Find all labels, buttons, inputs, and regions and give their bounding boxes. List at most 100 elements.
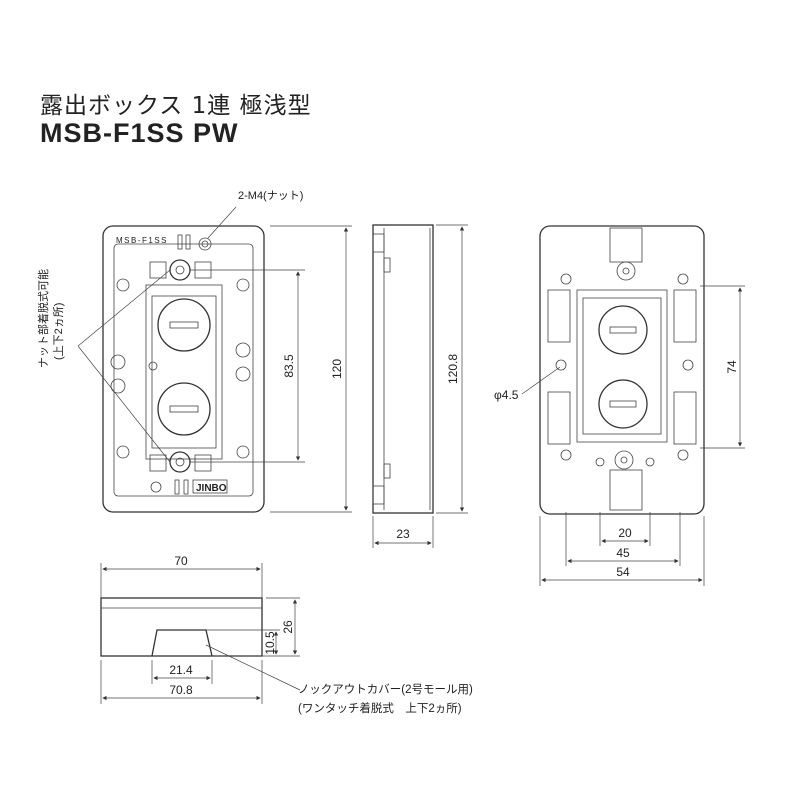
knockout-upper (157, 298, 211, 352)
ear-slot (194, 454, 212, 472)
dim-ext-back-bottom (539, 512, 705, 586)
hole-leader (521, 366, 561, 395)
ground-screw (148, 361, 158, 371)
dim-ext-70 (100, 563, 263, 600)
brand-plate (192, 479, 228, 494)
removable-note-line1: ナット部着脱式可能 (36, 269, 50, 368)
side-view: 120.8 23 (372, 224, 468, 548)
dim-label-120-8: 120.8 (446, 354, 460, 384)
brand-logo: JINBO (196, 483, 227, 494)
removable-leader-bottom (77, 345, 171, 463)
nut-leader (207, 206, 237, 239)
knockout-cover (151, 629, 213, 657)
side-hole (110, 354, 126, 370)
back-hole (677, 449, 689, 461)
dim-label-45: 45 (616, 546, 630, 560)
ear-slot (149, 261, 167, 279)
dim-label-70: 70 (174, 554, 188, 568)
side-outline (372, 224, 434, 514)
engraving-label: MSB-F1SS (116, 236, 168, 245)
corner-hole (116, 278, 130, 292)
top-hole-inner (201, 240, 209, 248)
removable-leader-top (77, 269, 171, 347)
front-view: MSB-F1SS JI (36, 189, 352, 513)
dim-label-10-5: 10.5 (263, 631, 277, 655)
top-slot (185, 234, 191, 250)
dim-ext-26 (206, 597, 300, 657)
mount-hole (682, 359, 694, 371)
mount-hole (555, 359, 567, 371)
dim-ext-83-5 (190, 269, 305, 463)
back-top-hole (622, 267, 630, 275)
bottom-outline (100, 597, 263, 657)
knockout-note-line2: (ワンタッチ着脱式 上下2ヵ所) (298, 701, 462, 715)
model-number: MSB-F1SS PW (40, 118, 239, 148)
knockout-leader (205, 644, 301, 691)
top-hole (198, 237, 212, 251)
back-knockout-upper-slot (609, 326, 637, 334)
corner-hole (236, 278, 250, 292)
back-hole (595, 457, 605, 467)
device-opening-inner (151, 295, 217, 449)
top-slot (177, 234, 183, 250)
front-inner-frame (113, 243, 254, 497)
back-top-tab (609, 227, 643, 263)
bottom-slot (183, 479, 189, 495)
dim-label-70-8: 70.8 (169, 683, 193, 697)
knockout-upper-slot (169, 321, 199, 329)
ear-slot (149, 454, 167, 472)
dim-label-20: 20 (618, 526, 632, 540)
side-notch (383, 463, 391, 479)
knockout-note-line1: ノックアウトカバー(2号モール用) (298, 683, 473, 696)
side-hole (235, 342, 251, 358)
front-outline (102, 225, 265, 513)
dim-ext-120 (270, 225, 352, 513)
corner-hole (236, 445, 250, 459)
back-panel-inner (582, 297, 662, 435)
page-title: 露出ボックス 1連 極浅型 (40, 93, 312, 119)
device-opening (145, 284, 223, 460)
dim-ext-74 (700, 285, 745, 449)
side-hole (110, 378, 126, 394)
dim-label-120: 120 (330, 359, 344, 379)
corner-hole (116, 445, 130, 459)
dim-ext-21-4 (151, 660, 213, 684)
back-hole (560, 273, 572, 285)
dim-label-54: 54 (616, 565, 630, 579)
nut-boss-top (169, 259, 191, 281)
back-top-boss (616, 261, 636, 281)
side-hole (235, 366, 251, 382)
back-bottom-tab (609, 469, 643, 511)
side-tab (372, 485, 385, 505)
back-knockout-lower (598, 379, 648, 429)
dim-label-83-5: 83.5 (282, 354, 296, 378)
nut-hole-bottom (175, 457, 185, 467)
back-outline (539, 225, 705, 515)
back-rib (547, 391, 571, 445)
back-hole (560, 449, 572, 461)
dim-label-26: 26 (281, 620, 295, 634)
bottom-view: 70 26 10.5 21.4 70.8 ノックアウトカバー(2号モール用) (… (100, 554, 473, 715)
dim-label-23: 23 (396, 527, 410, 541)
back-rib (673, 391, 697, 445)
back-hole (645, 457, 655, 467)
knockout-lower-slot (169, 405, 199, 413)
back-knockout-lower-slot (609, 400, 637, 408)
back-bottom-hole (620, 456, 628, 464)
back-rib (673, 289, 697, 343)
bottom-slot (174, 479, 180, 495)
back-rib (547, 289, 571, 343)
nut-hole-top (175, 265, 185, 275)
dim-ext-23 (372, 516, 434, 548)
nut-boss-bottom (169, 451, 191, 473)
knockout-lower (157, 382, 211, 436)
back-view: φ4.5 74 20 45 54 (494, 225, 745, 586)
back-panel (576, 289, 668, 443)
side-tab (372, 233, 385, 253)
back-knockout-upper (598, 305, 648, 355)
back-bottom-boss (614, 450, 634, 470)
hole-label: φ4.5 (494, 388, 519, 402)
removable-note-line2: (上下2ヵ所) (52, 303, 65, 360)
dim-ext-120-8 (436, 224, 468, 514)
